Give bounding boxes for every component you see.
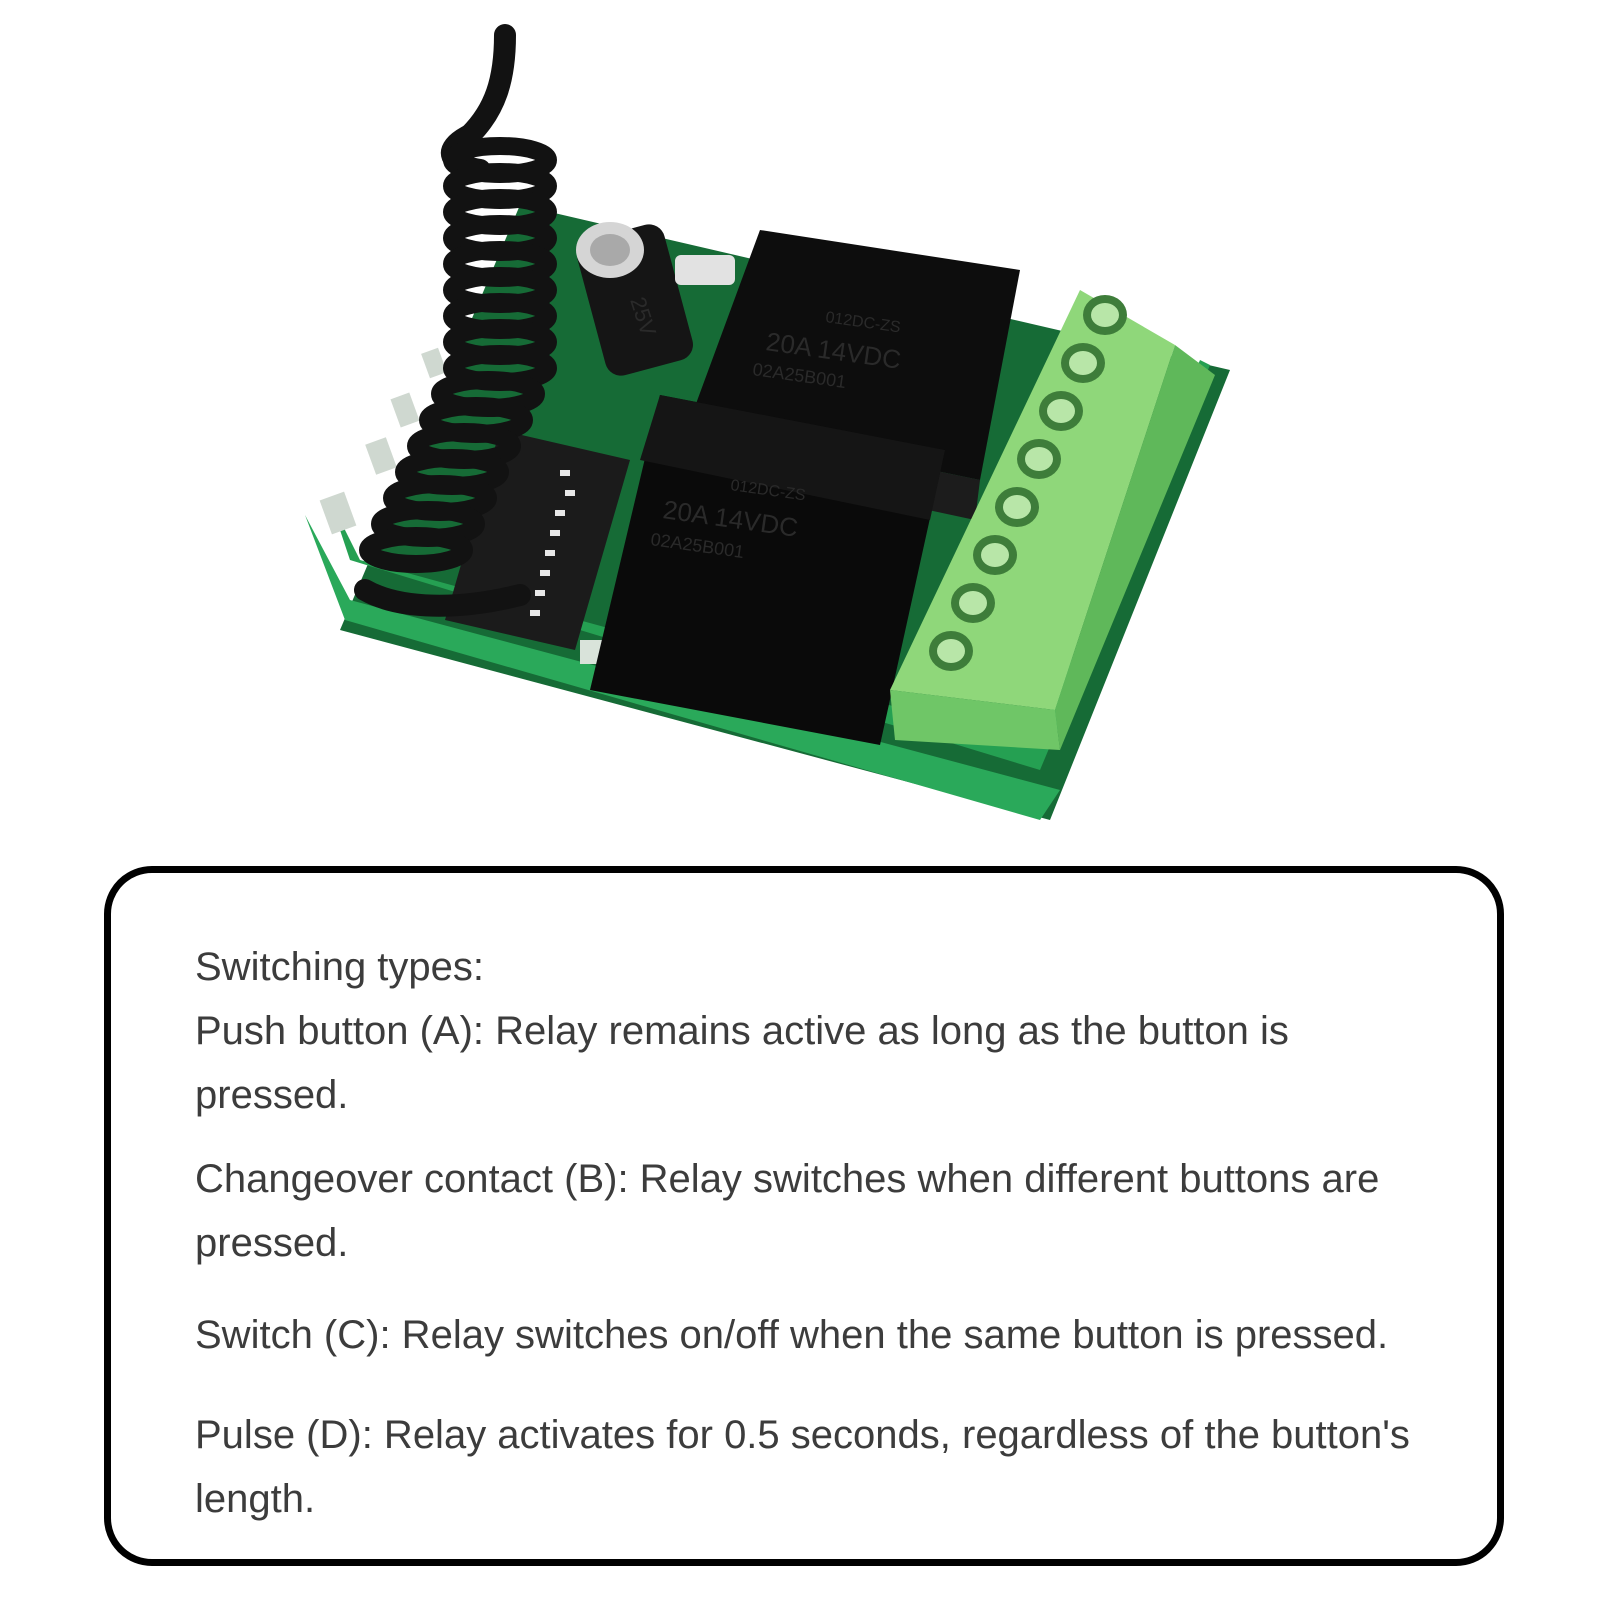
push-button-description: Push button (A): Relay remains active as… — [195, 1009, 1289, 1117]
info-box: Switching types: Push button (A): Relay … — [104, 866, 1504, 1566]
terminal-screws — [929, 295, 1127, 671]
switch-description: Switch (C): Relay switches on/off when t… — [195, 1313, 1389, 1357]
terminal-screw-head — [1069, 351, 1097, 375]
terminal-screw-head — [981, 543, 1009, 567]
switching-types-heading: Switching types: — [195, 945, 485, 989]
terminal-screw-head — [1003, 495, 1031, 519]
terminal-screw-head — [1025, 447, 1053, 471]
antenna — [354, 24, 557, 617]
terminal-block — [890, 290, 1215, 750]
terminal-screw-head — [1091, 303, 1119, 327]
antenna-coils — [359, 137, 557, 573]
capacitor: 25V — [576, 222, 693, 376]
terminal-screw-head — [937, 639, 965, 663]
product-photo: 25V 012DC-ZS 20A 14VDC 02A25B001 012DC-Z… — [300, 20, 1260, 850]
changeover-contact-description: Changeover contact (B): Relay switches w… — [195, 1157, 1380, 1265]
terminal-screw-head — [1047, 399, 1075, 423]
antenna-coil-loop — [359, 527, 473, 573]
terminal-screw-head — [959, 591, 987, 615]
connector — [675, 255, 735, 285]
pulse-description: Pulse (D): Relay activates for 0.5 secon… — [195, 1413, 1410, 1521]
relay-bottom: 012DC-ZS 20A 14VDC 02A25B001 — [590, 395, 945, 745]
